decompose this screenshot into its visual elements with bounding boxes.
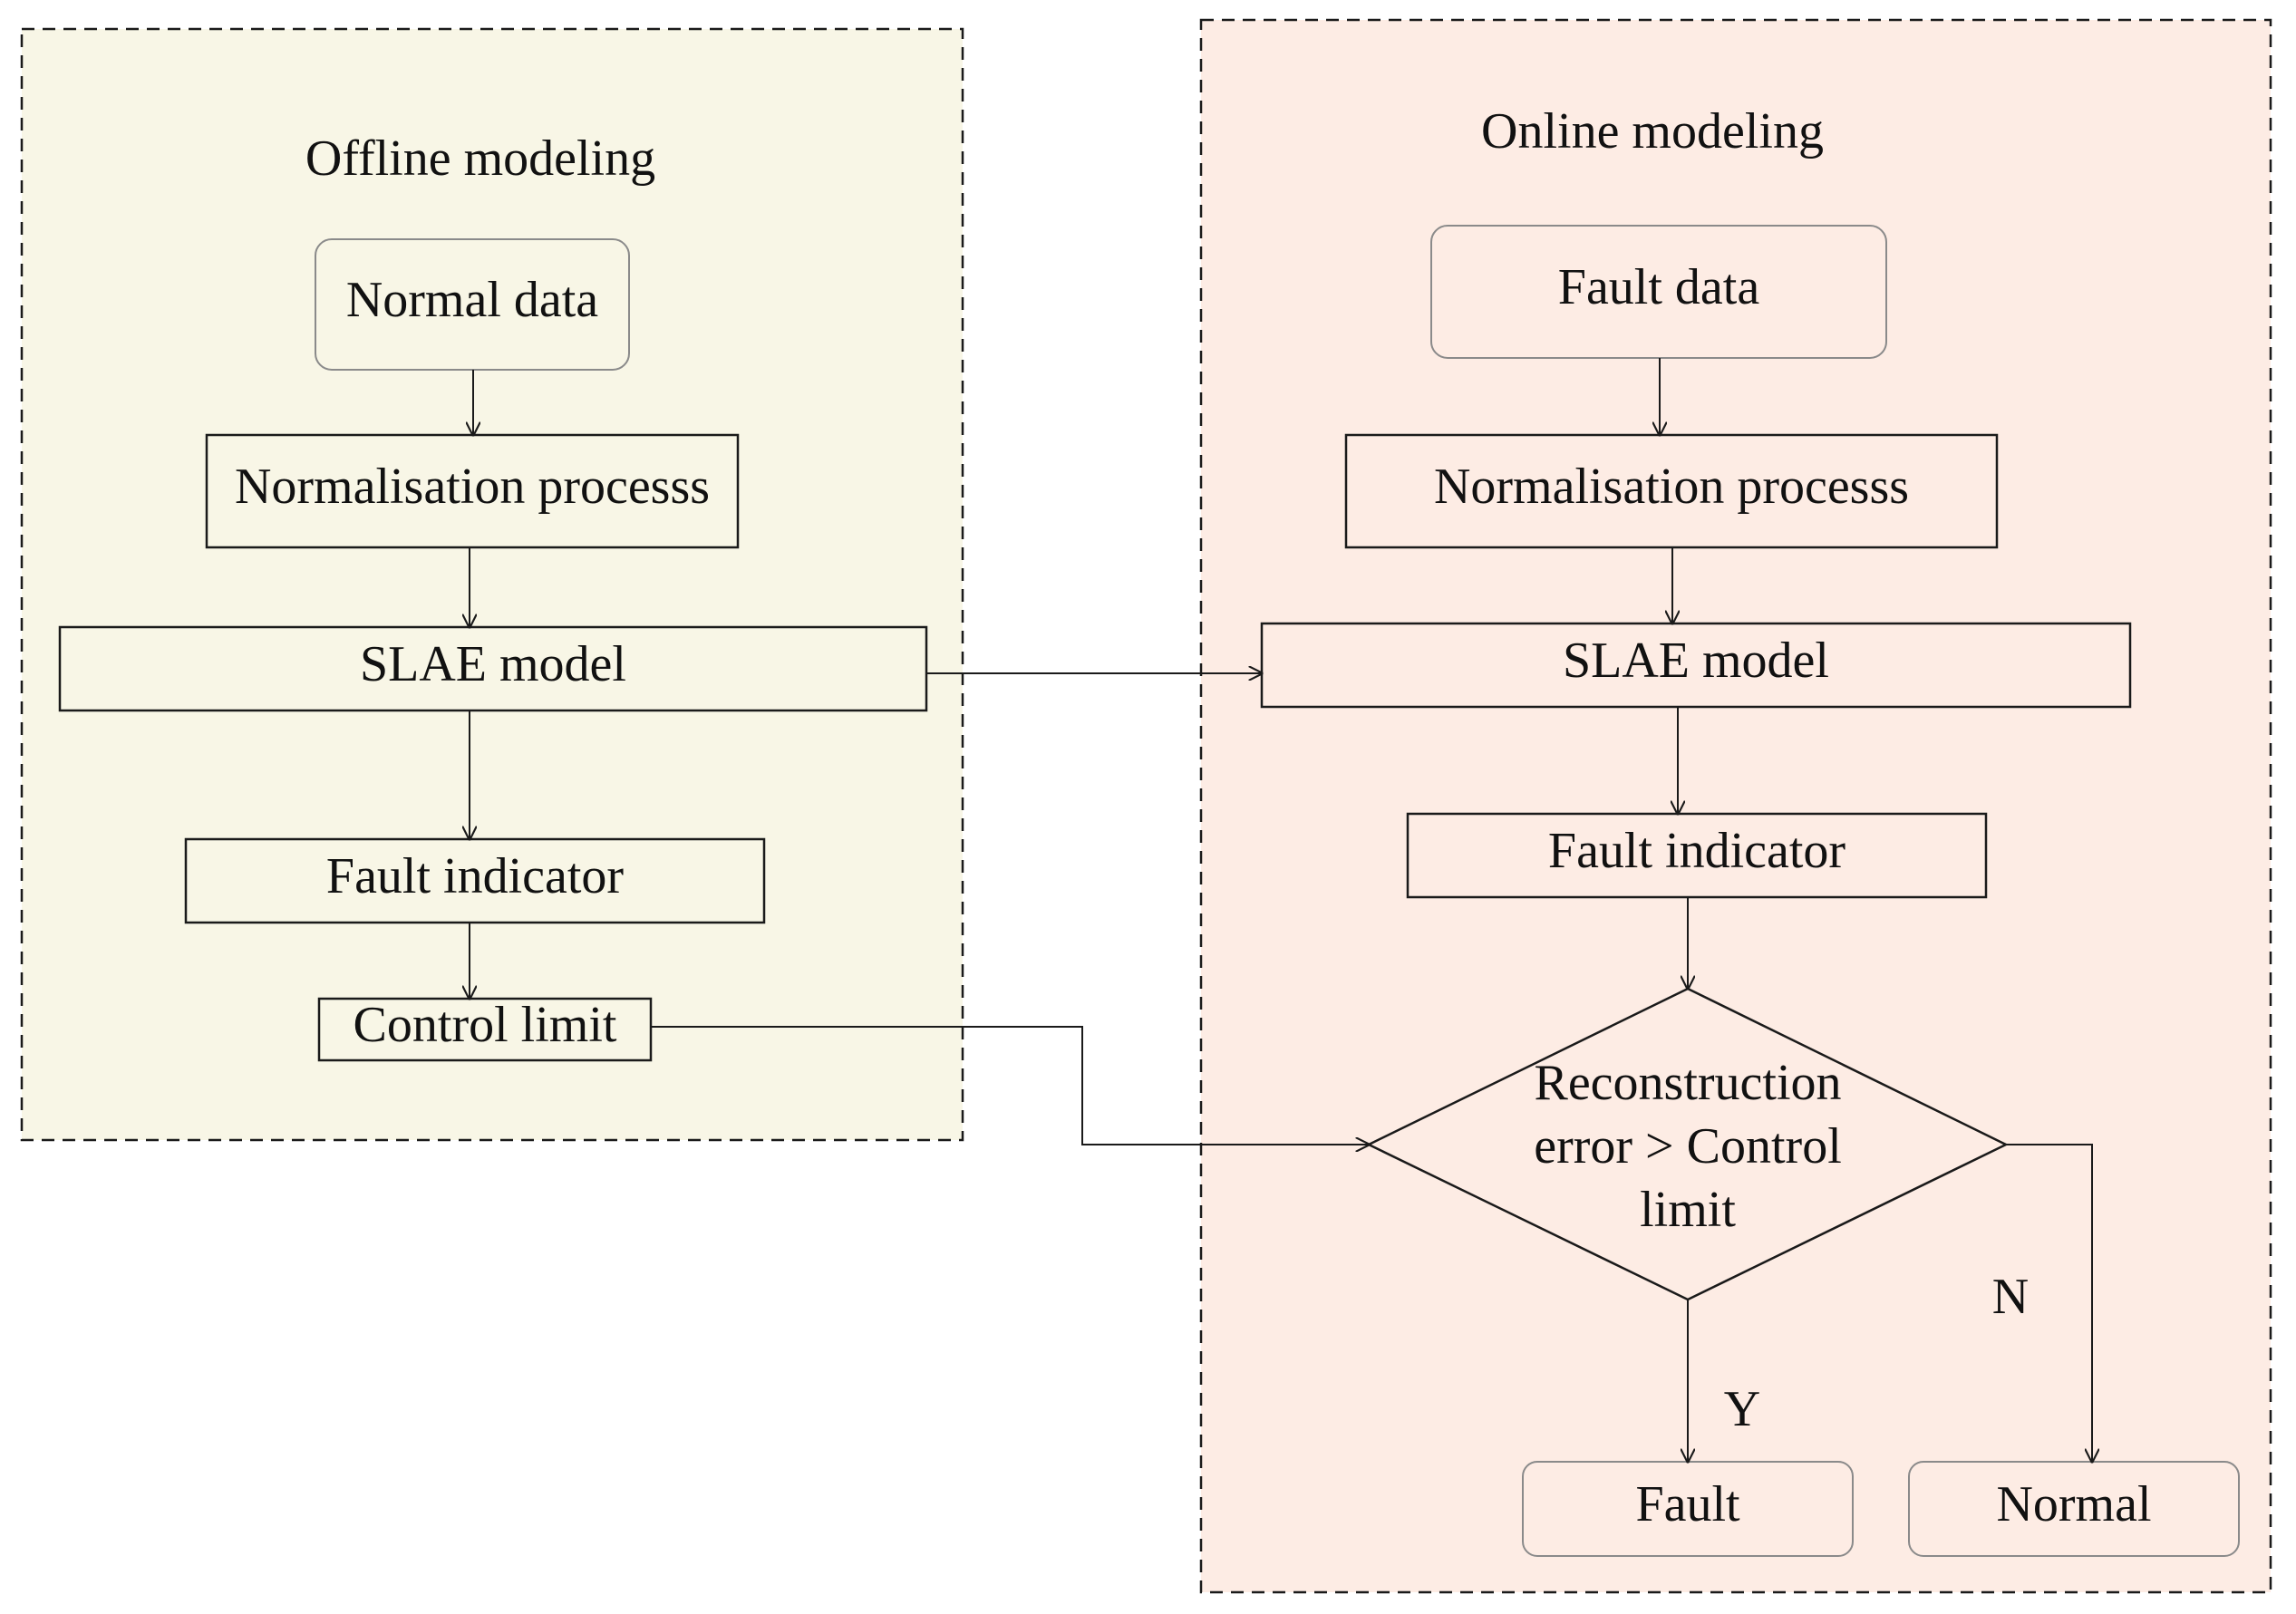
decision-line-1: Reconstruction: [1534, 1055, 1841, 1111]
offline-panel-title: Offline modeling: [305, 130, 655, 187]
online-normalisation-label: Normalisation processs: [1434, 459, 1909, 515]
fault-result-box: Fault: [1522, 1461, 1854, 1557]
online-fault-data-box: Fault data: [1430, 225, 1887, 359]
online-panel-title: Online modeling: [1481, 103, 1824, 159]
yes-branch-label: Y: [1724, 1381, 1760, 1437]
no-branch-label: N: [1992, 1269, 2029, 1325]
decision-line-3: limit: [1640, 1182, 1736, 1238]
online-fault-indicator-box: Fault indicator: [1406, 812, 1988, 899]
offline-slae-model-box: SLAE model: [58, 625, 928, 712]
decision-diamond: Reconstruction error > Control limit: [1366, 987, 2009, 1301]
offline-panel: [20, 27, 964, 1142]
online-slae-model-box: SLAE model: [1260, 622, 2132, 709]
control-limit-box: Control limit: [317, 997, 653, 1062]
offline-normal-data-label: Normal data: [346, 272, 598, 328]
online-fault-data-label: Fault data: [1558, 259, 1760, 315]
control-limit-label: Control limit: [354, 997, 617, 1053]
normal-result-box: Normal: [1908, 1461, 2240, 1557]
offline-slae-model-label: SLAE model: [360, 636, 626, 692]
online-fault-indicator-label: Fault indicator: [1548, 823, 1846, 879]
decision-line-2: error > Control: [1534, 1118, 1842, 1174]
arrow-decision-no-to-normal: [2006, 1144, 2092, 1462]
online-slae-model-label: SLAE model: [1563, 633, 1829, 689]
offline-fault-indicator-label: Fault indicator: [326, 848, 625, 904]
arrow-control-limit-to-decision: [651, 1026, 1369, 1145]
online-panel: [1199, 18, 2272, 1594]
fault-result-label: Fault: [1635, 1476, 1740, 1532]
offline-normalisation-label: Normalisation processs: [235, 459, 710, 515]
normal-result-label: Normal: [1996, 1476, 2151, 1532]
